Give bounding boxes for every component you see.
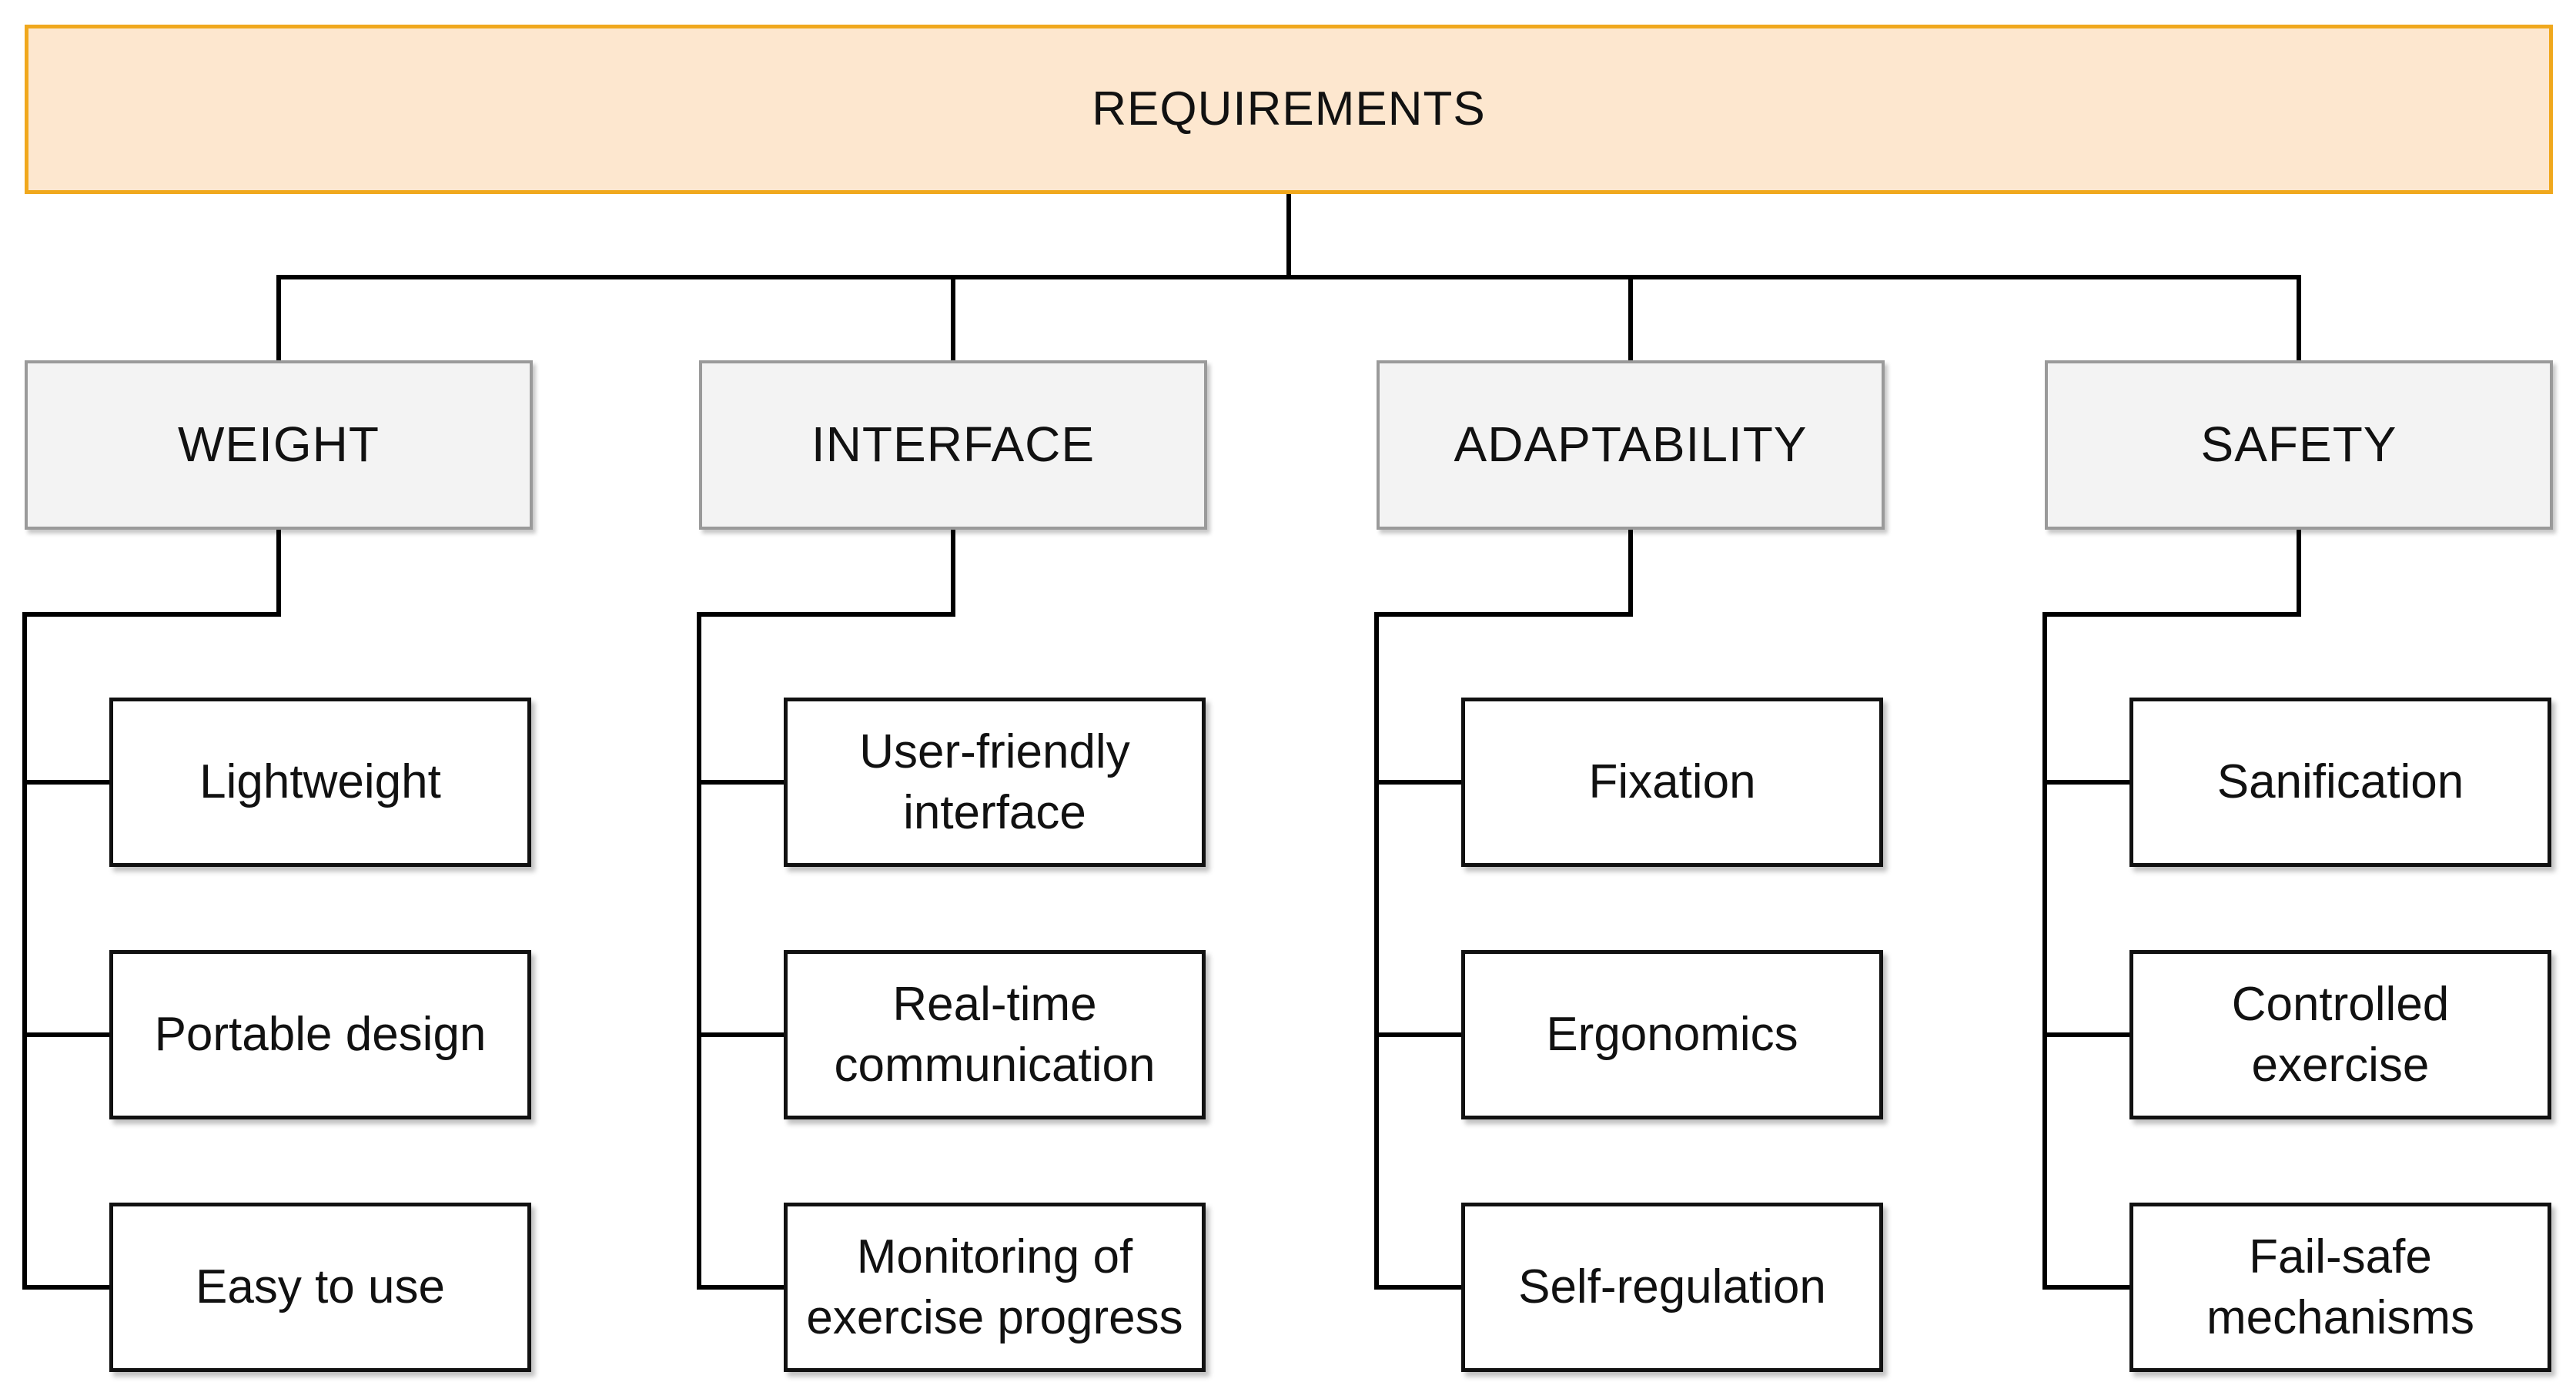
item-node-fail-safe-mechanisms: Fail-safe mechanisms: [2129, 1203, 2551, 1372]
root-node-requirements: REQUIREMENTS: [25, 25, 2553, 194]
category-node-weight: WEIGHT: [25, 360, 533, 530]
item-node-ergonomics: Ergonomics: [1461, 950, 1883, 1119]
item-node-monitoring-of-exercise-progress: Monitoring of exercise progress: [784, 1203, 1206, 1372]
category-node-adaptability: ADAPTABILITY: [1377, 360, 1885, 530]
category-node-interface: INTERFACE: [699, 360, 1207, 530]
item-node-real-time-communication: Real-time communication: [784, 950, 1206, 1119]
item-node-fixation: Fixation: [1461, 698, 1883, 867]
category-node-safety: SAFETY: [2045, 360, 2553, 530]
item-node-user-friendly-interface: User-friendly interface: [784, 698, 1206, 867]
item-node-portable-design: Portable design: [109, 950, 531, 1119]
item-node-sanification: Sanification: [2129, 698, 2551, 867]
item-node-easy-to-use: Easy to use: [109, 1203, 531, 1372]
item-node-self-regulation: Self-regulation: [1461, 1203, 1883, 1372]
item-node-controlled-exercise: Controlled exercise: [2129, 950, 2551, 1119]
item-node-lightweight: Lightweight: [109, 698, 531, 867]
